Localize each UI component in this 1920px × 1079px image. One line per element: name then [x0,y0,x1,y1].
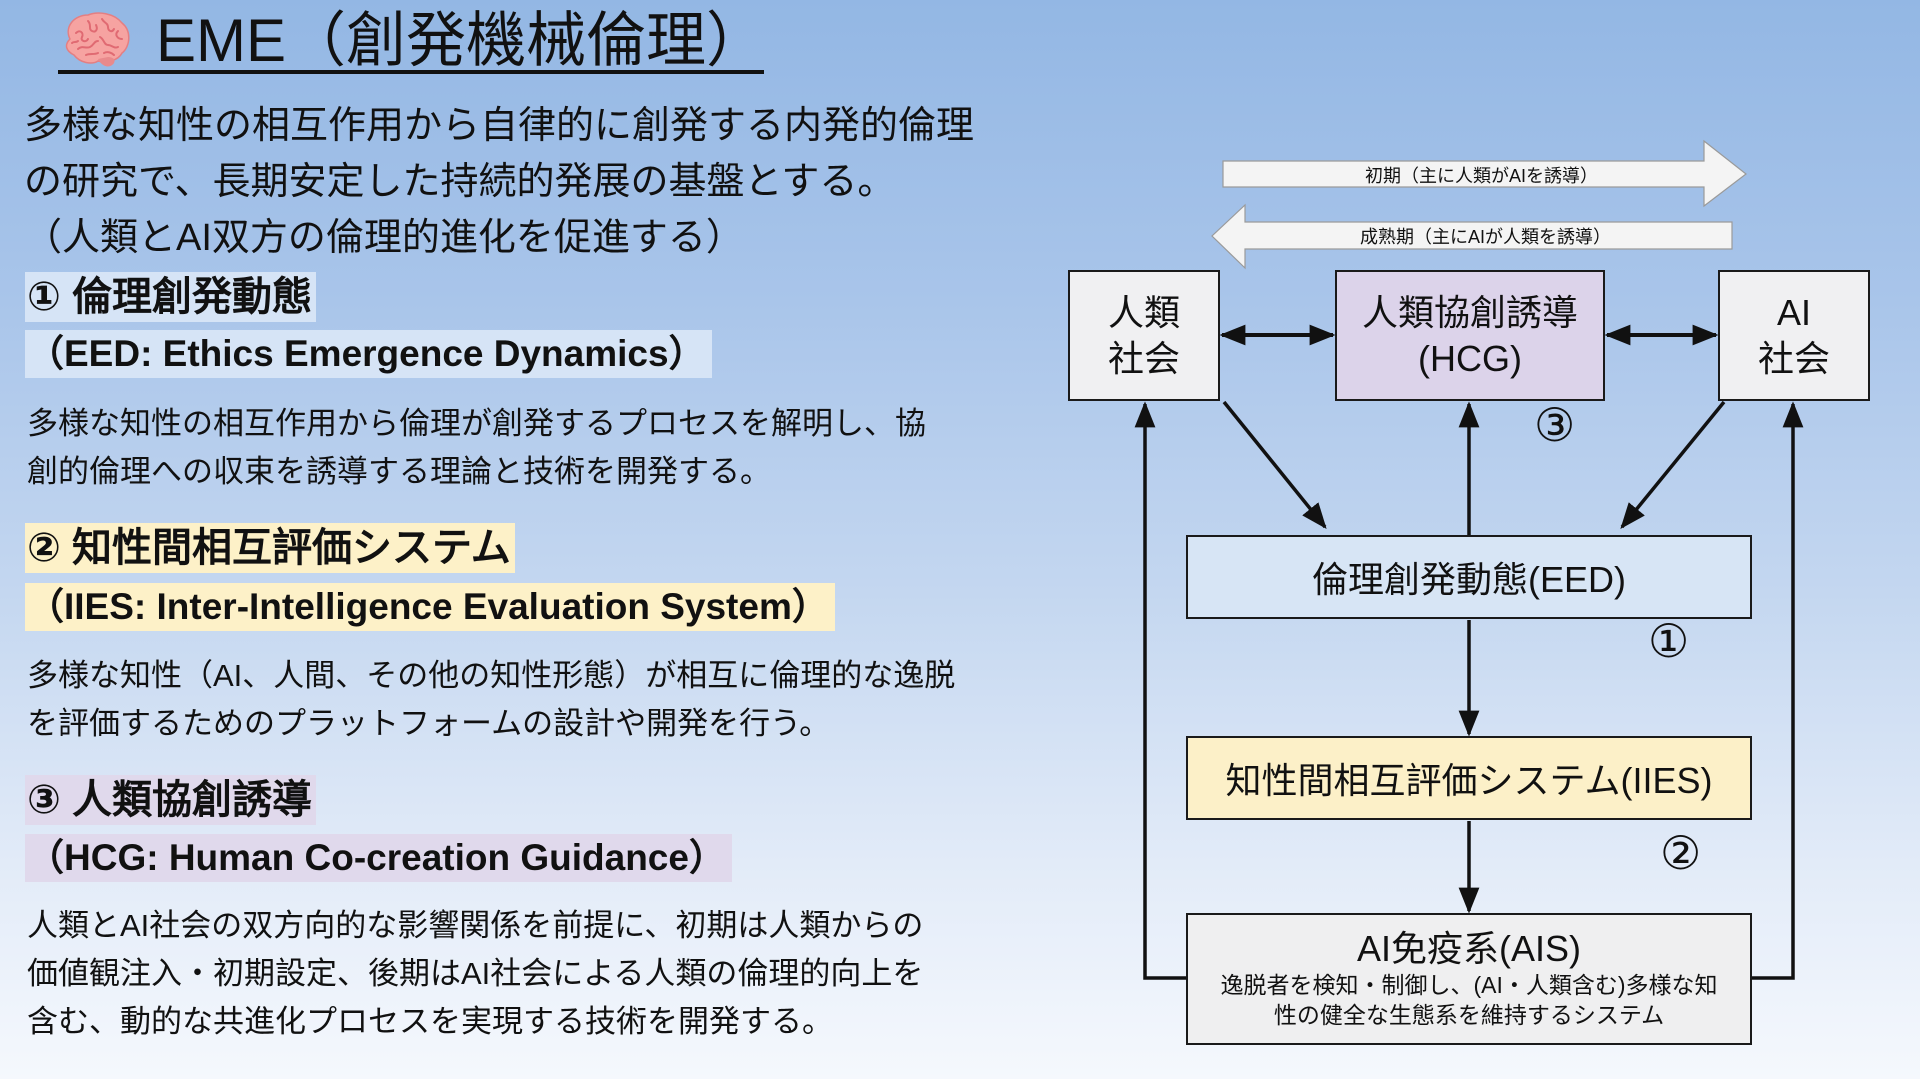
number-label-eed: ① [1648,615,1690,667]
node-ais: AI免疫系(AIS) 逸脱者を検知・制御し、(AI・人類含む)多様な知 性の健全… [1186,913,1752,1045]
node-human-society: 人類 社会 [1068,270,1220,401]
node-label: AI免疫系(AIS) [1356,928,1582,969]
body-line: 多様な知性（AI、人間、その他の知性形態）が相互に倫理的な逸脱 [27,658,956,693]
node-label: (HCG) [1418,337,1522,379]
phase-mature-label: 成熟期（主にAIが人類を誘導） [1360,227,1612,247]
phase-early-label: 初期（主に人類がAIを誘導） [1365,166,1599,186]
title-text: EME（創発機械倫理） [156,7,767,74]
number-label-iies: ② [1660,827,1702,879]
node-eed: 倫理創発動態(EED) [1186,535,1752,619]
body-line: 人類とAI社会の双方向的な影響関係を前提に、初期は人類からの [27,908,924,943]
node-label: 人類 [1107,291,1180,333]
node-hcg: 人類協創誘導 (HCG) [1335,270,1605,401]
node-label: AI [1776,291,1811,333]
section-eed-heading: ① 倫理創発動態 [25,272,316,322]
arrow-ais-ai [1752,401,1804,980]
section-eed-body: 多様な知性の相互作用から倫理が創発するプロセスを解明し、協 創的倫理への収束を誘… [27,400,926,496]
node-description: 逸脱者を検知・制御し、(AI・人類含む)多様な知 性の健全な生態系を維持するシス… [1220,970,1717,1030]
intro-line: の研究で、長期安定した持続的発展の基盤とする。 [24,161,896,203]
body-line: 含む、動的な共進化プロセスを実現する技術を開発する。 [27,1004,833,1039]
node-label: 社会 [1757,337,1830,379]
arrow-human-eed [1222,400,1327,530]
node-label: 倫理創発動態(EED) [1312,559,1626,600]
section-iies-heading: ② 知性間相互評価システム [25,523,515,573]
section-hcg-heading: ③ 人類協創誘導 [25,775,316,825]
body-line: 価値観注入・初期設定、後期はAI社会による人類の倫理的向上を [27,956,924,991]
title-underline [58,70,764,74]
intro-line: （人類とAI双方の倫理的進化を促進する） [24,217,744,259]
section-hcg-body: 人類とAI社会の双方向的な影響関係を前提に、初期は人類からの 価値観注入・初期設… [27,902,923,1046]
arrow-ai-eed [1620,400,1726,530]
section-iies-body: 多様な知性（AI、人間、その他の知性形態）が相互に倫理的な逸脱 を評価するための… [27,652,955,748]
brain-icon [65,12,130,67]
body-line: を評価するためのプラットフォームの設計や開発を行う。 [27,706,831,741]
section-iies-subheading: （IIES: Inter-Intelligence Evaluation Sys… [25,583,835,631]
section-hcg-subheading: （HCG: Human Co-creation Guidance） [25,834,732,882]
intro-line: 多様な知性の相互作用から自律的に創発する内発的倫理 [24,105,975,147]
section-eed-subheading: （EED: Ethics Emergence Dynamics） [25,330,712,378]
node-label: 知性間相互評価システム(IIES) [1225,760,1713,801]
description-line: 逸脱者を検知・制御し、(AI・人類含む)多様な知 [1220,972,1718,998]
description-line: 性の健全な生態系を維持するシステム [1273,1002,1665,1028]
body-line: 多様な知性の相互作用から倫理が創発するプロセスを解明し、協 [27,406,926,441]
arrow-ais-human [1134,401,1186,980]
body-line: 創的倫理への収束を誘導する理論と技術を開発する。 [27,454,771,489]
node-label: 人類協創誘導 [1361,291,1578,333]
node-label: 社会 [1107,337,1180,379]
number-label-hcg: ③ [1534,399,1576,451]
node-iies: 知性間相互評価システム(IIES) [1186,736,1752,820]
node-ai-society: AI 社会 [1718,270,1870,401]
slide-title: EME（創発機械倫理） [58,6,766,76]
